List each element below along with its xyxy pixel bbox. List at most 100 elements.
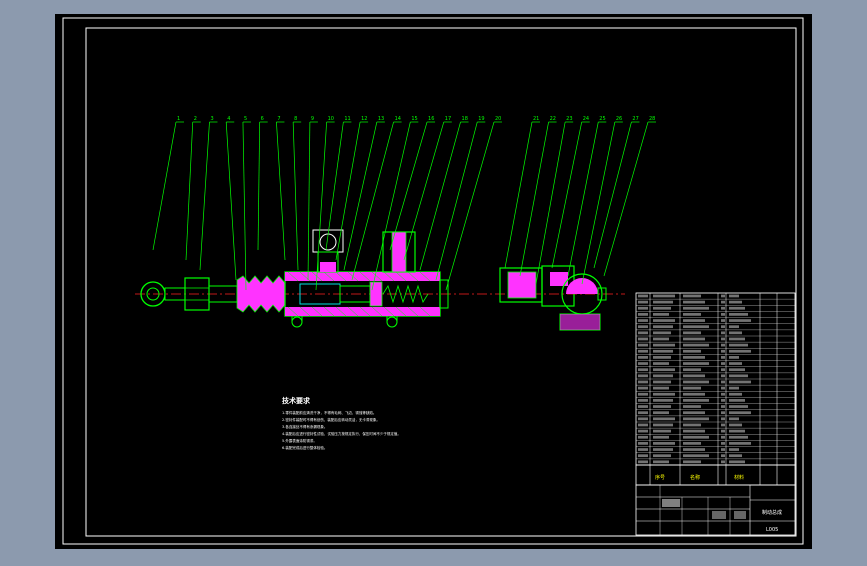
balloon-number: 21 [533, 116, 539, 122]
table-cell-mark [683, 417, 709, 421]
table-cell-mark [729, 294, 739, 298]
table-cell-mark [653, 460, 669, 464]
table-cell-mark [721, 325, 725, 329]
table-cell-mark [638, 380, 648, 384]
table-cell-mark [729, 380, 751, 384]
table-cell-mark [729, 454, 742, 458]
leader-line [325, 121, 344, 251]
tech-req-line: 4.装配后应进行密封性试验，试验压力按规定执行，保压时间不少于规定值。 [282, 431, 401, 436]
table-cell-mark [653, 349, 673, 353]
table-cell-mark [721, 392, 725, 396]
table-cell-mark [729, 411, 751, 415]
leader-line [335, 121, 361, 261]
table-cell-mark [721, 313, 725, 316]
table-cell-mark [653, 386, 669, 390]
table-cell-mark [729, 306, 745, 310]
balloon-number: 7 [277, 116, 280, 122]
table-cell-mark [638, 429, 648, 433]
table-cell-mark [653, 399, 673, 402]
leader-line [419, 121, 461, 271]
table-cell-mark [683, 331, 701, 335]
tech-req-line: 3.各连接处不得有渗漏现象。 [282, 424, 327, 429]
return-spring [382, 284, 429, 304]
table-cell-mark [721, 411, 725, 415]
table-cell-mark [653, 331, 671, 335]
table-cell-mark [653, 319, 675, 322]
balloon-number: 3 [210, 116, 213, 122]
table-cell-mark [683, 362, 709, 365]
table-cell-mark [653, 337, 669, 341]
table-cell-mark [638, 374, 648, 378]
table-cell-mark [653, 423, 673, 427]
tech-req-line: 2.密封件装配时不得有划伤，装配后应转动灵活，无卡滞现象。 [282, 417, 380, 422]
table-cell-mark [683, 392, 705, 396]
drawing-code: L005 [766, 527, 778, 533]
table-cell-mark [729, 325, 739, 329]
tech-req-line: 1.零件装配前应清洗干净，不得有毛刺、飞边、锈蚀等缺陷。 [282, 410, 376, 415]
table-cell-mark [729, 405, 748, 408]
technical-requirements: 技术要求 1.零件装配前应清洗干净，不得有毛刺、飞边、锈蚀等缺陷。 2.密封件装… [282, 396, 401, 450]
table-cell-mark [653, 417, 675, 421]
table-cell-mark [638, 454, 648, 458]
balloon-number: 4 [227, 116, 230, 122]
table-cell-mark [721, 460, 725, 464]
balloon-number: 24 [583, 116, 589, 122]
table-cell-mark [653, 405, 671, 408]
sheet-background [55, 14, 812, 549]
table-cell-mark [729, 374, 748, 378]
table-cell-mark [638, 442, 648, 445]
leader-line [593, 121, 632, 269]
balloon-number: 15 [411, 116, 417, 122]
table-cell-mark [638, 399, 648, 402]
table-cell-mark [721, 356, 725, 359]
table-cell-mark [638, 343, 648, 347]
table-cell-mark [638, 405, 648, 408]
leader-line [152, 121, 177, 251]
parts-list-header: 序号 名称 材料 [635, 464, 796, 486]
table-cell-mark [721, 349, 725, 353]
leader-line [445, 121, 495, 291]
leader-line [435, 121, 478, 281]
table-cell-mark [721, 405, 725, 408]
table-cell-mark [729, 399, 745, 402]
leader-line [603, 121, 649, 277]
balloon-number: 13 [378, 116, 384, 122]
balloon-number: 8 [294, 116, 297, 122]
table-cell-mark [729, 429, 745, 433]
table-cell-mark [683, 306, 709, 310]
table-cell-mark [683, 405, 701, 408]
leader-line [276, 121, 286, 261]
table-cell-mark [729, 368, 745, 372]
table-cell-mark [721, 429, 725, 433]
balloon-number: 10 [328, 116, 334, 122]
balloon-number: 22 [550, 116, 556, 122]
leader-line [519, 121, 549, 277]
balloon-number: 1 [177, 116, 180, 122]
table-cell-mark [653, 442, 675, 445]
table-cell-mark [638, 337, 648, 341]
balloon-number: 11 [344, 116, 350, 122]
table-cell-mark [638, 386, 648, 390]
table-cell-mark [721, 306, 725, 310]
table-cell-mark [683, 399, 709, 402]
table-cell-mark [638, 417, 648, 421]
balloon-number: 14 [395, 116, 401, 122]
table-cell-mark [683, 368, 701, 372]
banjo-assembly [499, 265, 607, 331]
leader-line [292, 121, 299, 271]
table-cell-mark [638, 319, 648, 322]
table-cell-mark [683, 356, 705, 359]
table-cell-mark [721, 362, 725, 365]
table-cell-mark [653, 325, 673, 329]
balloon-number: 26 [616, 116, 622, 122]
leader-line [257, 121, 261, 251]
balloon-number: 25 [599, 116, 605, 122]
table-cell-mark [653, 392, 675, 396]
leader-line [581, 121, 616, 285]
table-cell-mark [638, 313, 648, 316]
balloon-number: 23 [566, 116, 572, 122]
table-cell-mark [683, 380, 709, 384]
table-cell-mark [729, 343, 748, 347]
